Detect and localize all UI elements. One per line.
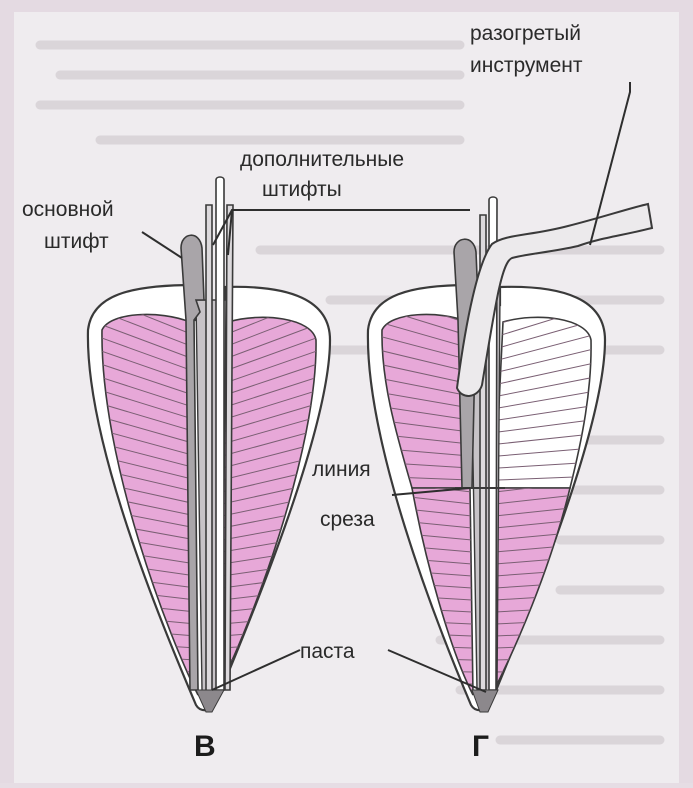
label-heated-tool-line2: инструмент [470,54,583,78]
right-tooth-dentin-right-upper [495,317,591,488]
label-main-pin-line1: основной [22,198,114,222]
label-cut-line-line2: среза [320,508,375,532]
label-paste: паста [300,640,355,664]
label-main-pin-line2: штифт [44,230,109,254]
label-cut-line-line1: линия [312,458,371,482]
label-extra-pins-line1: дополнительные [240,148,404,172]
panel-letter-left: В [194,730,216,764]
label-extra-pins-line2: штифты [262,178,342,202]
panel-letter-right: Г [472,730,489,764]
label-heated-tool-line1: разогретый [470,22,581,46]
